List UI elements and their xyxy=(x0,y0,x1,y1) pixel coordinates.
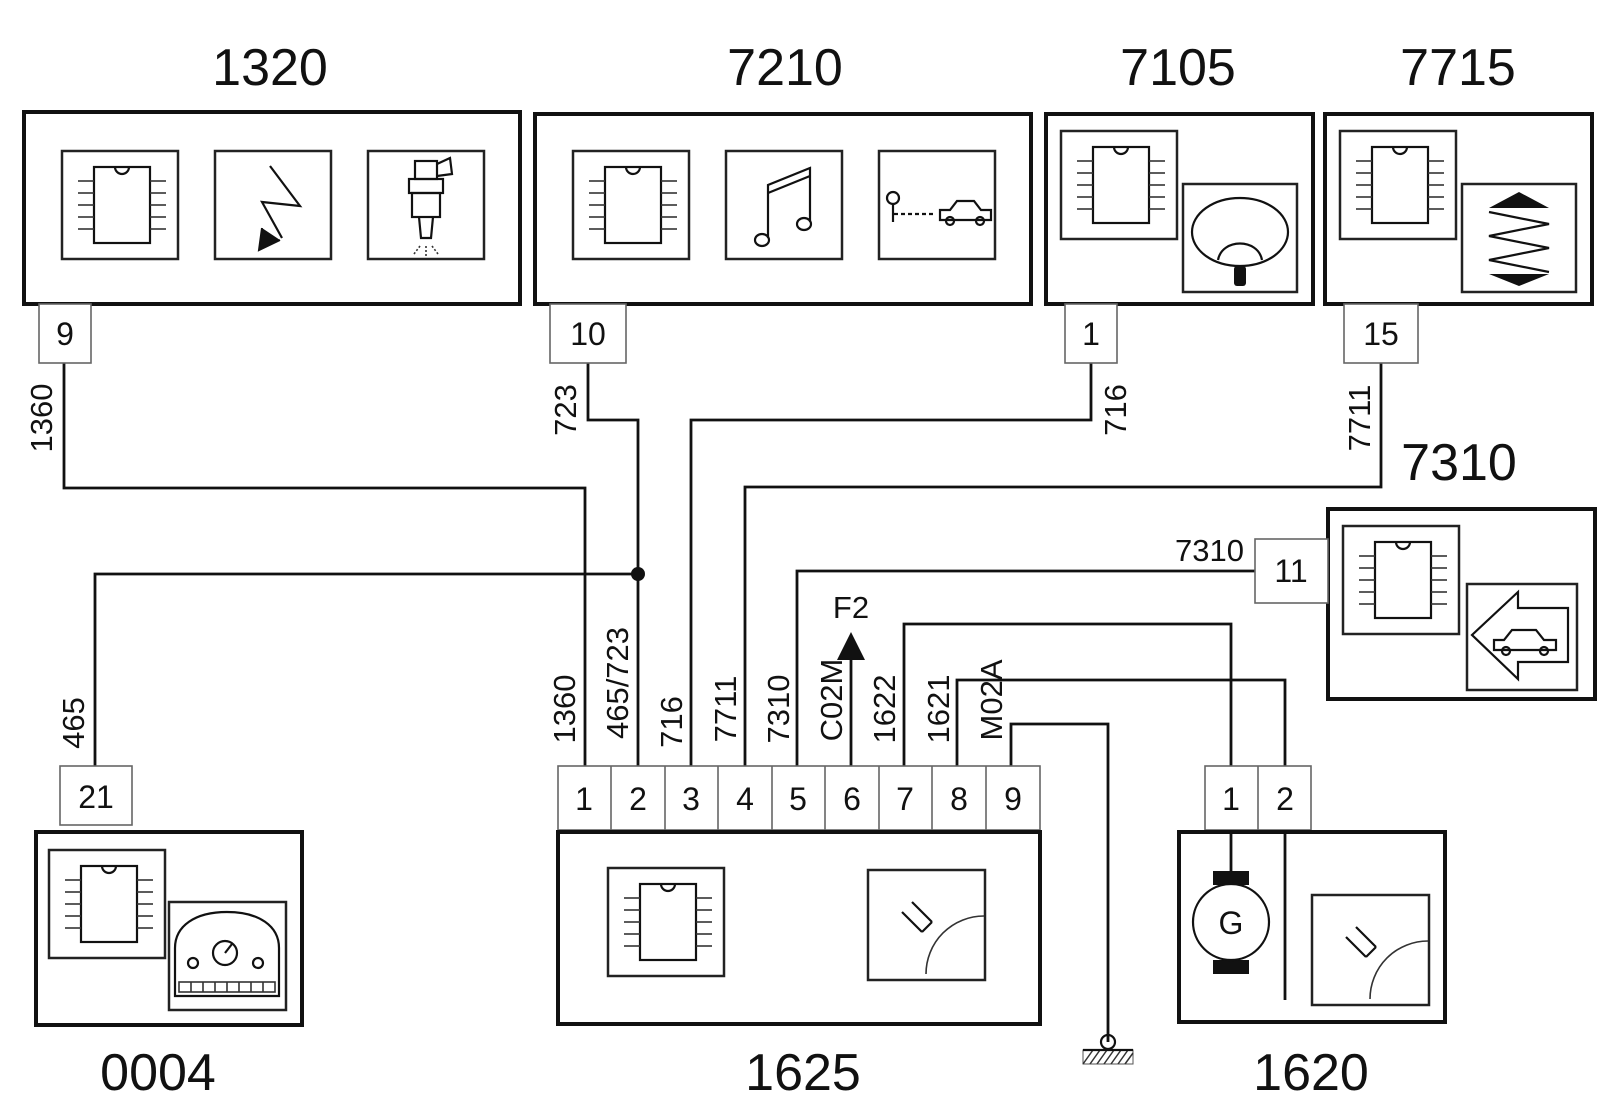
component-label: 7210 xyxy=(727,39,843,97)
wire-m02a xyxy=(1009,722,1110,1042)
component-7310: 7310 11 7310 xyxy=(1175,434,1597,701)
wire-465 xyxy=(93,572,638,766)
pin-label: 9 xyxy=(56,316,74,352)
component-7210: 7210 10 723 xyxy=(533,39,1033,436)
wire-716 xyxy=(689,363,1093,771)
wire-1360 xyxy=(62,363,587,771)
pin-label: 3 xyxy=(682,781,700,817)
lightning-icon xyxy=(213,149,333,261)
component-7715: 7715 15 7711 xyxy=(1323,39,1594,452)
chip-icon xyxy=(1338,129,1458,241)
pin-label: 7 xyxy=(896,781,914,817)
chip-icon xyxy=(571,149,691,261)
pin-label: 15 xyxy=(1363,316,1399,352)
component-label: 7105 xyxy=(1120,39,1236,97)
wire-label: 7711 xyxy=(1342,385,1377,452)
wire-label: 7711 xyxy=(708,676,743,743)
wire-7310 xyxy=(795,569,1255,771)
dial-icon xyxy=(866,868,987,982)
component-0004: 21 465 0004 xyxy=(34,697,304,1102)
wire-label: 1622 xyxy=(867,675,902,744)
component-label: 0004 xyxy=(100,1044,216,1102)
component-label: 1620 xyxy=(1253,1044,1369,1102)
spring-icon xyxy=(1460,182,1578,294)
component-1625: 1 2 3 4 5 6 7 8 9 1360 465/723 716 7711 … xyxy=(547,590,1042,1102)
pin-label: 6 xyxy=(843,781,861,817)
chip-icon xyxy=(47,848,167,960)
pin-label: 8 xyxy=(950,781,968,817)
dome-lamp-icon xyxy=(1181,182,1299,294)
wire-723 xyxy=(586,363,640,771)
pin-label: 10 xyxy=(570,316,606,352)
chip-icon xyxy=(1059,129,1179,241)
generator-icon: G xyxy=(1191,871,1271,974)
wire-label: 716 xyxy=(1098,384,1133,436)
pin-label: 5 xyxy=(789,781,807,817)
splice-point xyxy=(631,567,645,581)
pin-label: 9 xyxy=(1004,781,1022,817)
wire-label: C02M xyxy=(814,659,849,742)
pin-label: 2 xyxy=(1276,781,1294,817)
music-note-icon xyxy=(724,149,844,261)
component-label: 7310 xyxy=(1401,434,1517,492)
wire-label: 1621 xyxy=(921,675,956,744)
wire-label: 1360 xyxy=(24,384,59,453)
chip-icon xyxy=(1341,524,1461,636)
wire-label: M02A xyxy=(974,659,1009,740)
chip-icon xyxy=(60,149,180,261)
component-label: 1320 xyxy=(212,39,328,97)
component-label: 1625 xyxy=(745,1044,861,1102)
pin-label: 2 xyxy=(629,781,647,817)
pin-label: 4 xyxy=(736,781,754,817)
injector-icon xyxy=(366,149,486,261)
pin-label: 21 xyxy=(78,779,114,815)
component-label: 7715 xyxy=(1400,39,1516,97)
wire-label: 465 xyxy=(56,697,91,749)
wire-label: 465/723 xyxy=(600,627,635,739)
pin-label: 1 xyxy=(575,781,593,817)
ground-icon xyxy=(1082,1033,1134,1065)
wire-label: 1360 xyxy=(547,675,582,744)
pin-label: 1 xyxy=(1222,781,1240,817)
arrow-label: F2 xyxy=(833,590,869,625)
generator-label: G xyxy=(1219,905,1244,941)
gauge-panel-icon xyxy=(167,900,288,1012)
dial-icon xyxy=(1310,893,1431,1007)
pin-label: 1 xyxy=(1082,316,1100,352)
chip-icon xyxy=(606,866,726,978)
wire-label: 7310 xyxy=(1175,533,1244,568)
wire-1622 xyxy=(902,622,1233,871)
component-1320: 1320 9 1360 xyxy=(22,39,522,453)
wire-label: 7310 xyxy=(761,675,796,744)
pin-label: 11 xyxy=(1274,553,1307,589)
component-1620: 1 2 G 1620 xyxy=(1177,765,1447,1102)
component-7105: 7105 1 716 xyxy=(1044,39,1315,436)
wire-label: 723 xyxy=(548,384,583,436)
key-car-icon xyxy=(877,149,997,261)
car-reverse-icon xyxy=(1465,582,1579,692)
wire-label: 716 xyxy=(654,696,689,748)
wire-7711 xyxy=(743,363,1383,771)
